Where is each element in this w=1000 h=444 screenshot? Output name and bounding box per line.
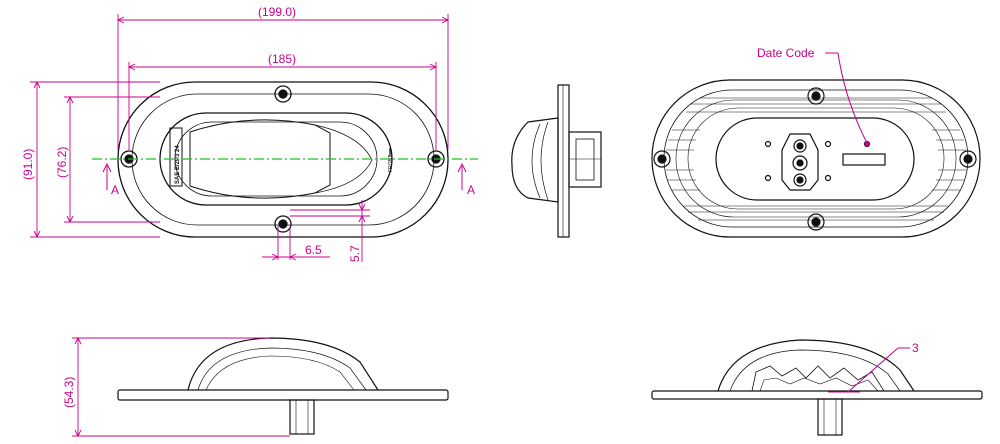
rear-inner-plate	[715, 117, 915, 201]
section-arrow-left	[102, 162, 112, 190]
callout-3-leader	[828, 347, 910, 393]
front-mark-text: FRONT	[388, 155, 394, 172]
dim-hole-spacing: (185)	[268, 52, 296, 66]
date-code-label: Date Code	[757, 46, 815, 60]
rear-hole-left	[653, 150, 671, 168]
side-view	[511, 84, 602, 238]
section-dome	[717, 339, 915, 392]
dim-vertical-small: 5.7	[348, 245, 362, 262]
profile-dome	[187, 337, 379, 391]
side-lens-dome	[511, 117, 559, 203]
profile-view	[117, 337, 449, 435]
section-view	[651, 339, 983, 436]
section-internals	[751, 365, 885, 392]
rear-connector	[781, 133, 819, 191]
mount-hole-bottom	[274, 215, 292, 233]
lens-curve	[314, 124, 373, 194]
date-code-slot	[842, 153, 886, 166]
rear-hole-bottom	[807, 213, 825, 231]
mount-hole-top	[274, 85, 292, 103]
rear-view	[651, 79, 981, 238]
profile-connector	[289, 399, 315, 435]
dim-small-offset: 6.5	[305, 243, 322, 257]
section-arrow-right	[457, 162, 467, 190]
dim-profile-height: (54.3)	[62, 377, 76, 408]
side-flange	[557, 84, 570, 238]
rear-hole-right	[959, 150, 977, 168]
date-code-leader	[825, 52, 868, 144]
approval-mark-text: SAE E/2P3 24	[175, 145, 181, 184]
rear-outer	[651, 79, 981, 238]
dim-inner-height: (76.2)	[55, 147, 69, 178]
lens-window	[189, 119, 331, 199]
dim-overall-height: (91.0)	[21, 149, 35, 180]
approval-label-box	[169, 127, 183, 187]
rear-hole-top	[807, 87, 825, 105]
side-connector	[568, 131, 602, 188]
dimension-lines-profile	[72, 336, 290, 438]
section-flange	[651, 390, 983, 400]
profile-flange	[117, 389, 449, 401]
section-mark-left: A	[111, 183, 119, 197]
section-connector	[817, 398, 843, 436]
dim-overall-length: (199.0)	[258, 5, 296, 19]
callout-3-label: 3	[912, 341, 919, 355]
section-mark-right: A	[467, 183, 475, 197]
dimension-lines-front	[30, 14, 450, 262]
